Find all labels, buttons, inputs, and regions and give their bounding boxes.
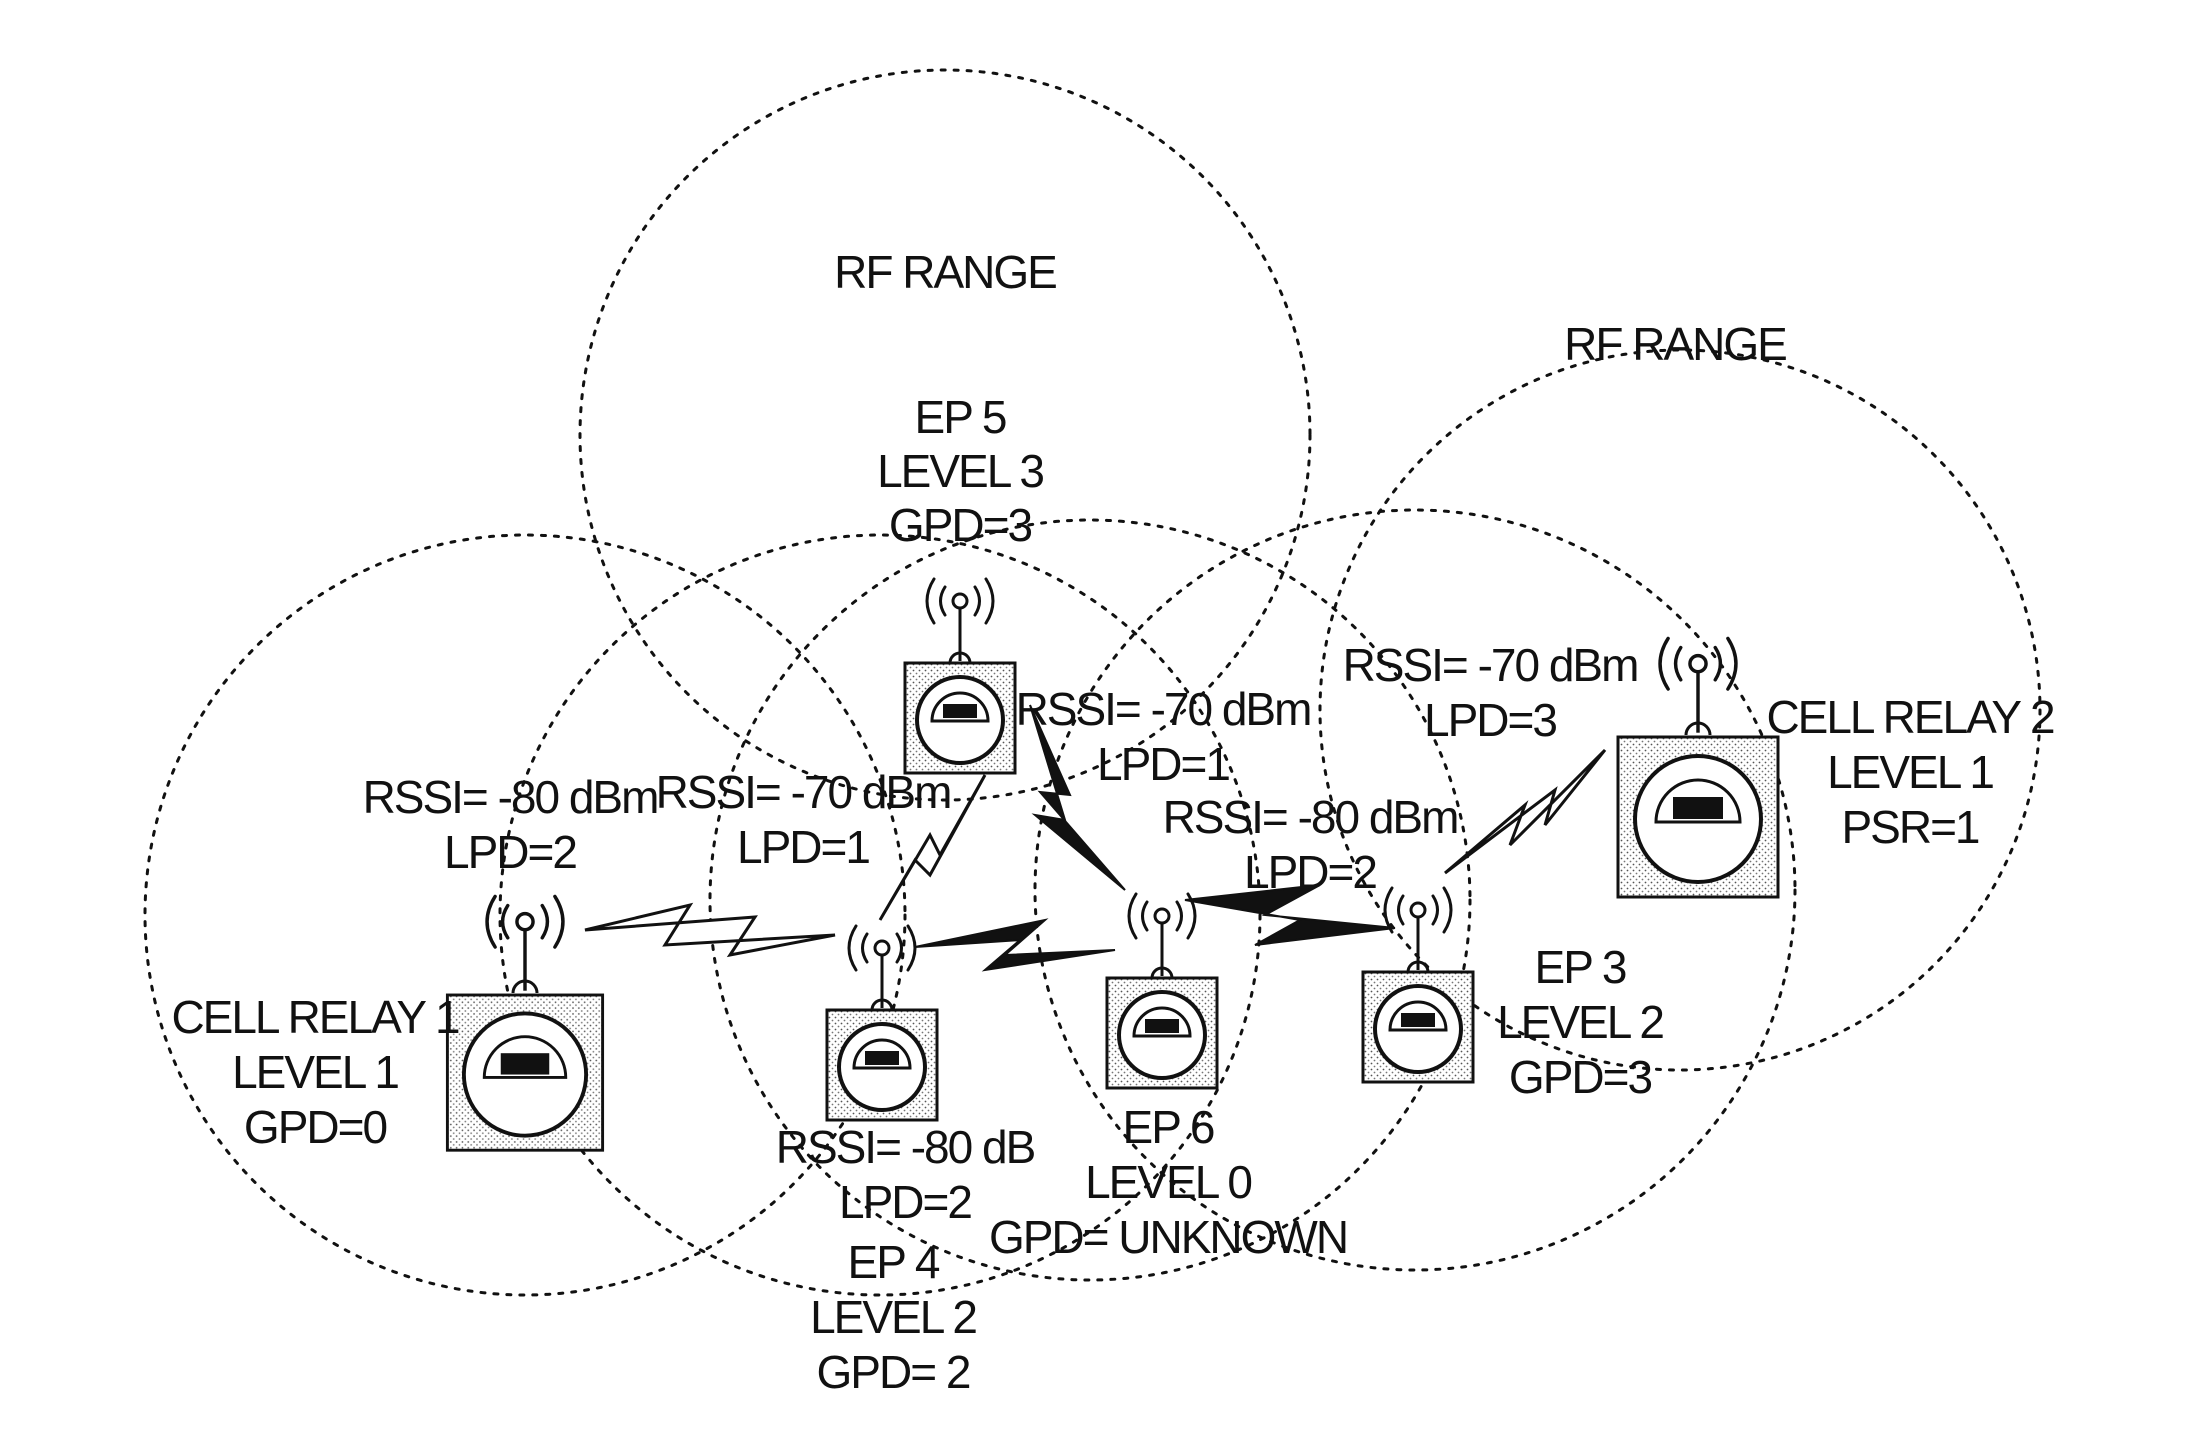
antenna-icon (849, 926, 915, 1008)
ep4-name: EP 4 (848, 1236, 940, 1288)
cell-relay-1-gpd: GPD=0 (244, 1101, 387, 1153)
ep6-gpd: GPD= UNKNOWN (989, 1211, 1347, 1263)
cell-relay-2[interactable] (1618, 638, 1778, 897)
endpoint-ep5[interactable] (905, 579, 1015, 773)
link-bolt-ep4-ep6 (915, 920, 1115, 970)
link-ep5-ep6-rssi: RSSI= -70 dBm (1016, 683, 1311, 735)
link-ep4-ep5-rssi: RSSI= -70 dBm (656, 766, 951, 818)
link-cr1-ep4-lpd: LPD=2 (444, 826, 576, 878)
link-ep3-cr2-rssi: RSSI= -70 dBm (1343, 639, 1638, 691)
ep5-name: EP 5 (915, 391, 1006, 443)
endpoint-ep3[interactable] (1363, 888, 1473, 1082)
cell-relay-1-level: LEVEL 1 (232, 1046, 398, 1098)
rf-range-label-left: RF RANGE (834, 246, 1056, 298)
ep4-gpd: GPD= 2 (817, 1346, 970, 1398)
ep3-name: EP 3 (1535, 941, 1626, 993)
ep6-level: LEVEL 0 (1085, 1156, 1251, 1208)
meter-icon (1107, 978, 1217, 1088)
endpoint-ep6[interactable] (1107, 894, 1217, 1088)
link-bolt-ep3-cr2 (1445, 750, 1605, 873)
ep5-gpd: GPD=3 (889, 499, 1032, 551)
ep3-level: LEVEL 2 (1497, 996, 1663, 1048)
link-ep6-ep3-rssi: RSSI= -80 dBm (1163, 791, 1458, 843)
cell-relay-2-psr: PSR=1 (1841, 801, 1978, 853)
cell-relay-2-name: CELL RELAY 2 (1766, 691, 2054, 743)
meter-icon (827, 1010, 937, 1120)
link-ep4-ep6-rssi: RSSI= -80 dB (776, 1121, 1035, 1173)
link-ep4-ep5-lpd: LPD=1 (737, 821, 869, 873)
rf-range-label-right: RF RANGE (1564, 318, 1786, 370)
link-ep5-ep6-lpd: LPD=1 (1097, 738, 1229, 790)
endpoint-ep4[interactable] (827, 926, 937, 1120)
ep6-name: EP 6 (1123, 1101, 1214, 1153)
cell-relay-1-name: CELL RELAY 1 (171, 991, 459, 1043)
link-ep6-ep3-lpd: LPD=2 (1244, 846, 1376, 898)
ep3-gpd: GPD=3 (1509, 1051, 1652, 1103)
meter-icon (905, 663, 1015, 773)
cell-relay-1[interactable] (447, 896, 602, 1150)
antenna-icon (927, 579, 993, 661)
meter-icon (1618, 737, 1778, 897)
antenna-icon (487, 896, 563, 990)
link-ep4-ep6-lpd: LPD=2 (839, 1176, 971, 1228)
link-cr1-ep4-rssi: RSSI= -80 dBm (363, 771, 658, 823)
ep4-level: LEVEL 2 (810, 1291, 976, 1343)
meter-icon (1363, 972, 1473, 1082)
antenna-icon (1129, 894, 1195, 976)
antenna-icon (1660, 638, 1736, 732)
ep5-level: LEVEL 3 (877, 445, 1043, 497)
link-bolt-cr1-ep4 (585, 905, 835, 955)
cell-relay-2-level: LEVEL 1 (1827, 746, 1993, 798)
link-ep3-cr2-lpd: LPD=3 (1424, 694, 1556, 746)
meter-icon (447, 995, 602, 1150)
